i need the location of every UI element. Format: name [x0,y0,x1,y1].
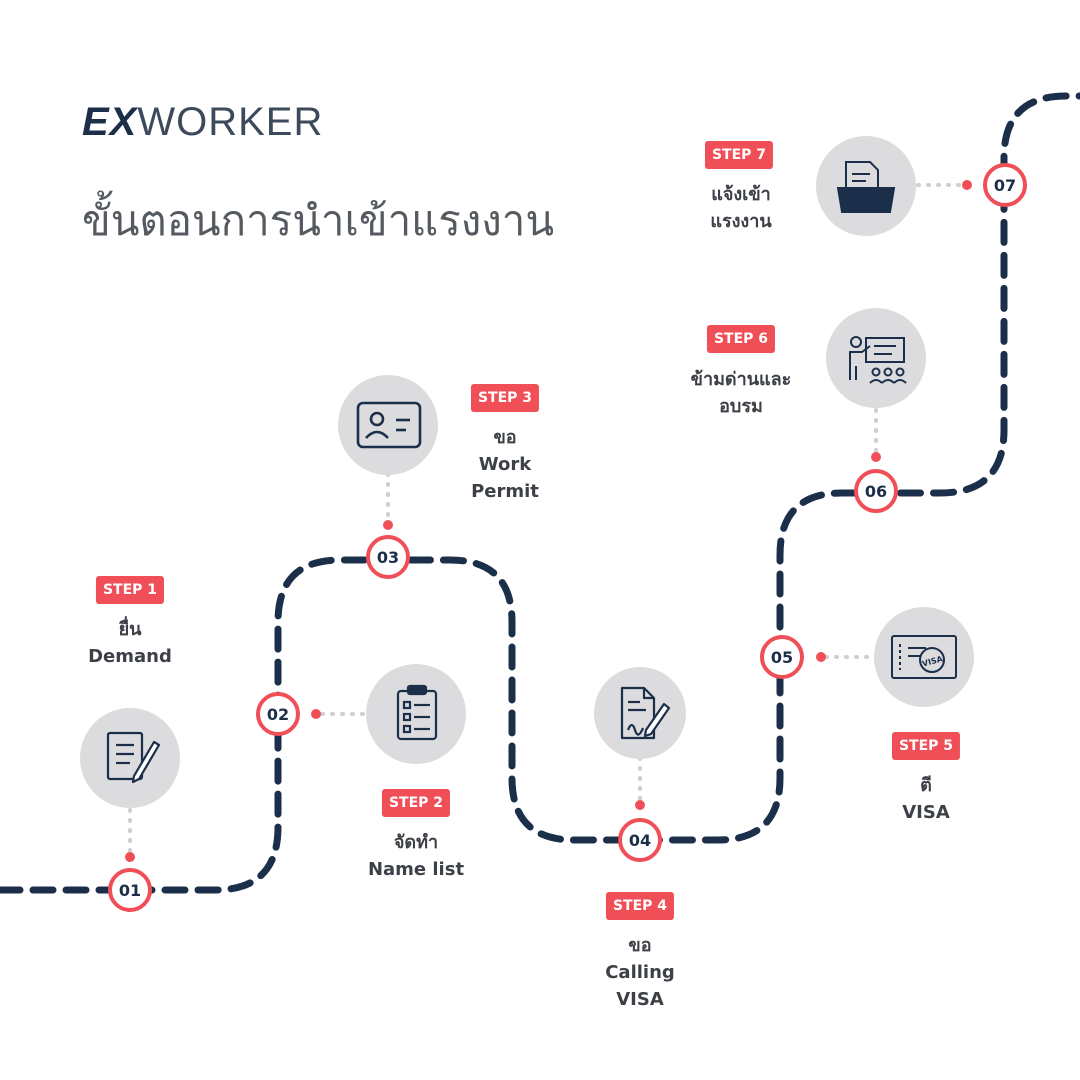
step-5-badge: STEP 5 [891,732,961,760]
step-3-number-circle: 03 [366,535,410,579]
step-3-badge: STEP 3 [470,384,540,412]
document-signature-icon [620,686,671,740]
step-4-number-circle: 04 [618,818,662,862]
icon-circles [80,136,974,808]
clipboard-list-icon [396,684,438,741]
step-5-number: 05 [771,648,793,667]
step-4-number: 04 [629,831,651,850]
step-6-number: 06 [865,482,887,501]
page-title: ขั้นตอนการนำเข้าแรงงาน [82,196,555,245]
step-6-number-circle: 06 [854,469,898,513]
step-2-number-circle: 02 [256,692,300,736]
step-7-badge: STEP 7 [704,141,774,169]
step-7-label: แจ้งเข้าแรงงาน [710,184,772,232]
connector-dots [125,180,972,862]
step-7-number-circle: 07 [983,163,1027,207]
step-5-label: ตีVISA [902,775,950,823]
brand-logo-ex: EX [82,100,138,144]
step-7-number: 07 [994,176,1016,195]
id-card-icon [356,401,422,449]
step-number-circles: 01 02 03 04 05 06 07 [108,163,1027,912]
step-2-number: 02 [267,705,289,724]
brand-logo: EXWORKER [82,100,323,145]
step-1-badge: STEP 1 [95,576,165,604]
step-6-badge: STEP 6 [706,325,776,353]
step-5-number-circle: 05 [760,635,804,679]
brand-logo-worker: WORKER [137,100,324,144]
step-1-number-circle: 01 [108,868,152,912]
connectors [128,183,964,854]
training-presentation-icon [849,336,907,384]
step-3-number: 03 [377,548,399,567]
step-4-badge: STEP 4 [605,892,675,920]
visa-stamp-icon: VISA [891,635,957,679]
file-folder-icon [836,161,896,213]
checklist-pen-icon [106,731,161,784]
step-1-number: 01 [119,881,141,900]
step-2-badge: STEP 2 [381,789,451,817]
step-6-label: ข้ามด่านและอบรม [690,369,792,417]
